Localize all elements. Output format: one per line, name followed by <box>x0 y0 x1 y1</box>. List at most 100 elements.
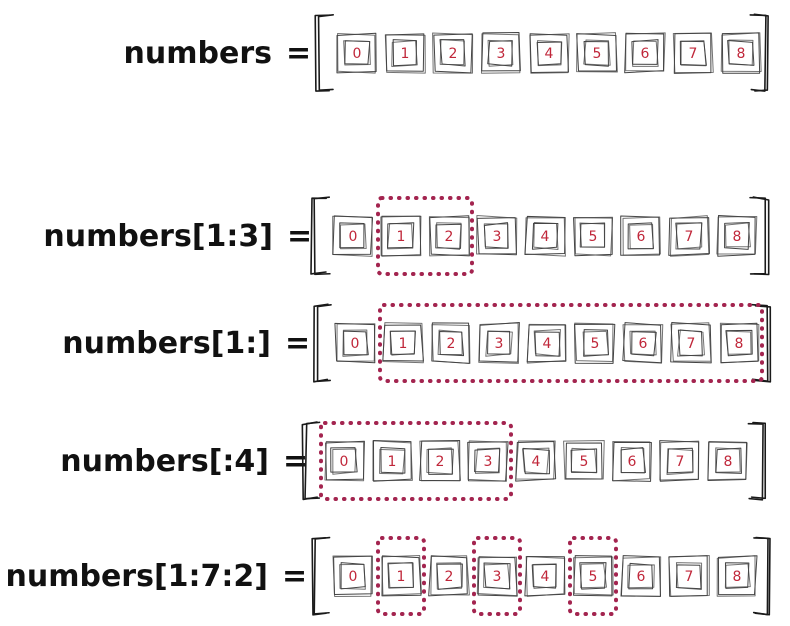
list-element-cell: 3 <box>478 322 520 364</box>
list-element-value: 3 <box>484 454 493 470</box>
slice-row: numbers[1:7:2] = 0 1 2 3 4 5 6 7 8 <box>6 536 771 616</box>
list-element-cell: 8 <box>716 215 758 257</box>
slice-expression-label: numbers[1:] <box>62 326 271 361</box>
list-element-cell: 5 <box>573 555 614 597</box>
list-element-value: 0 <box>349 569 358 585</box>
list-element-cell: 6 <box>622 322 664 364</box>
slice-expression-label: numbers[:4] <box>60 444 269 479</box>
slice-expression-label: numbers[1:7:2] <box>6 559 269 594</box>
right-bracket <box>752 536 771 616</box>
list-element-value: 4 <box>541 569 550 585</box>
list-element-value: 5 <box>591 336 600 352</box>
list-element-value: 1 <box>399 336 408 352</box>
list-element-value: 1 <box>397 229 406 245</box>
equals-sign: = <box>287 219 312 254</box>
list-element-value: 6 <box>641 46 650 62</box>
list-element-cell: 0 <box>336 32 377 74</box>
list-element-value: 2 <box>445 229 454 245</box>
list-element-cell: 1 <box>382 322 424 364</box>
list-element-value: 8 <box>733 569 742 585</box>
list-element-value: 7 <box>685 229 694 245</box>
list-element-value: 5 <box>593 46 602 62</box>
list-element-cell: 6 <box>612 441 652 482</box>
list-element-cell: 1 <box>380 215 422 257</box>
slice-selection-outline <box>376 536 426 616</box>
list-element-cell: 7 <box>672 32 714 74</box>
list-element-value: 3 <box>493 569 502 585</box>
list-element-cell: 8 <box>720 32 762 74</box>
list-element-cell: 7 <box>668 555 710 597</box>
slice-expression-label: numbers <box>124 36 272 71</box>
list-element-cell: 0 <box>332 215 374 257</box>
list-element-value: 6 <box>637 569 646 585</box>
list-element-value: 8 <box>735 336 744 352</box>
list-element-cell: 6 <box>620 555 662 597</box>
list-element-value: 7 <box>685 569 694 585</box>
equals-sign: = <box>282 559 307 594</box>
list-element-cell: 6 <box>624 32 666 74</box>
list-element-cell: 0 <box>332 555 373 597</box>
list-element-cell: 7 <box>659 440 700 482</box>
list-element-value: 7 <box>687 336 696 352</box>
list-element-value: 4 <box>541 229 550 245</box>
list-element-value: 6 <box>639 336 648 352</box>
slice-selection-outline <box>376 196 474 276</box>
list-element-cell: 7 <box>670 322 712 364</box>
list-element-value: 7 <box>676 454 685 470</box>
list-element-cell: 6 <box>620 215 661 256</box>
equals-sign: = <box>283 444 308 479</box>
slice-selection-outline <box>568 536 618 616</box>
list-element-value: 4 <box>543 336 552 352</box>
slice-row: numbers[1:3] = 0 1 2 3 4 5 6 7 8 <box>43 196 770 276</box>
list-element-cell: 4 <box>524 215 566 257</box>
list-element-value: 7 <box>689 46 698 62</box>
list-element-value: 0 <box>353 46 362 62</box>
list-element-value: 8 <box>724 454 733 470</box>
left-bracket <box>310 196 331 276</box>
left-bracket <box>313 303 332 383</box>
list-element-cell: 0 <box>324 440 365 482</box>
equals-sign: = <box>286 36 311 71</box>
list-element-cell: 1 <box>372 440 413 482</box>
list-element-value: 8 <box>737 46 746 62</box>
left-bracket <box>301 421 321 501</box>
list-element-cell: 8 <box>707 441 748 482</box>
list-element-value: 4 <box>545 46 554 62</box>
list-element-cell: 5 <box>574 322 616 364</box>
list-element-cell: 8 <box>716 555 758 597</box>
slice-expression-label: numbers[1:3] <box>43 219 273 254</box>
right-bracket <box>749 196 770 276</box>
list-element-value: 2 <box>436 454 445 470</box>
list-element-value: 5 <box>589 229 598 245</box>
list-element-cell: 2 <box>428 215 470 257</box>
list-element-cell: 1 <box>384 33 426 74</box>
list-element-cell: 3 <box>481 32 521 74</box>
slice-selection-outline <box>319 421 513 501</box>
list-element-value: 1 <box>388 454 397 470</box>
list-element-cell: 8 <box>719 322 760 364</box>
list-element-cell: 2 <box>432 32 474 74</box>
list-element-cell: 2 <box>431 322 471 364</box>
list-element-value: 6 <box>637 229 646 245</box>
list-element-cell: 3 <box>476 556 518 597</box>
list-element-cell: 5 <box>573 216 614 257</box>
list-element-cell: 3 <box>467 440 509 482</box>
list-element-cell: 2 <box>428 555 470 597</box>
slice-selection-outline <box>378 303 764 383</box>
list-element-value: 5 <box>580 454 589 470</box>
list-element-value: 1 <box>401 46 410 62</box>
list-element-value: 6 <box>628 454 637 470</box>
list-element-value: 2 <box>445 569 454 585</box>
right-bracket <box>747 421 767 501</box>
list-element-value: 8 <box>733 229 742 245</box>
list-element-cell: 4 <box>515 440 557 482</box>
list-element-cell: 0 <box>334 322 376 364</box>
list-element-value: 2 <box>447 336 456 352</box>
list-element-cell: 1 <box>381 555 422 597</box>
list-element-cell: 2 <box>419 440 461 482</box>
left-bracket <box>311 536 331 616</box>
list-element-value: 3 <box>493 229 502 245</box>
slice-row: numbers[:4] = 0 1 2 3 4 5 6 7 8 <box>60 421 767 501</box>
